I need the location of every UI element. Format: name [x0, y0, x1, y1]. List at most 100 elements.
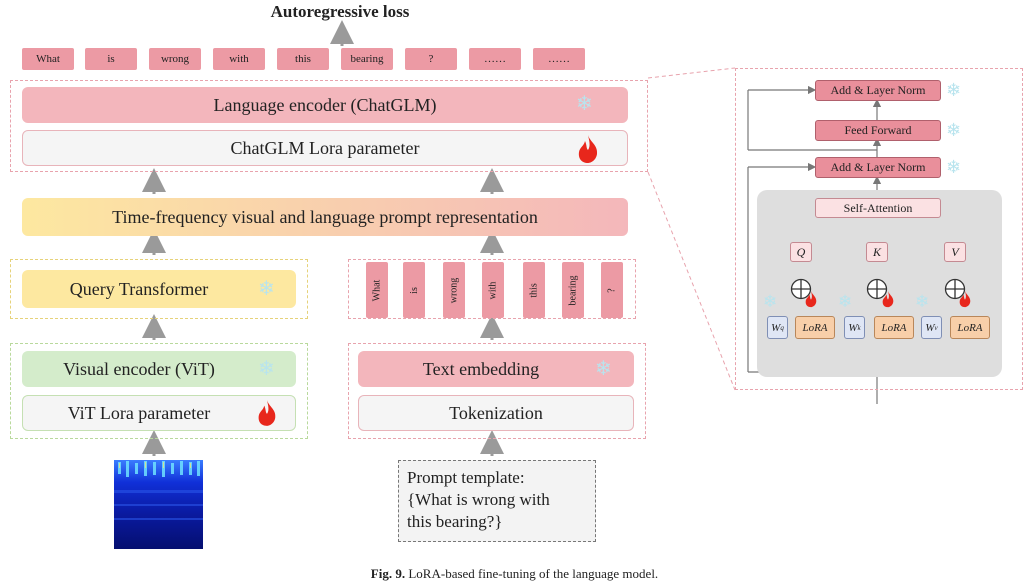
feed-forward-label: Feed Forward — [844, 123, 912, 137]
query-transformer-label: Query Transformer — [69, 278, 209, 299]
caption-label: Fig. 9. — [370, 566, 406, 581]
output-token: is — [85, 48, 137, 70]
input-token-label: bearing — [567, 275, 579, 305]
text-embedding-box: Text embedding — [358, 351, 634, 387]
query-label: Q — [796, 244, 806, 259]
chatglm-lora-label: ChatGLM Lora parameter — [230, 137, 420, 158]
prompt-template-box: Prompt template: {What is wrong with thi… — [398, 460, 596, 542]
snowflake-icon: ❄ — [595, 356, 612, 380]
flame-icon — [882, 290, 894, 308]
lora-q-box: LoRA — [795, 316, 835, 339]
input-token: is — [403, 262, 425, 318]
prompt-template-line: this bearing?} — [407, 512, 503, 531]
chatglm-lora-box: ChatGLM Lora parameter — [22, 130, 628, 166]
snowflake-icon: ❄ — [763, 292, 778, 312]
prompt-representation-label: Time-frequency visual and language promp… — [112, 206, 538, 227]
output-token: with — [213, 48, 265, 70]
lora-v-label: LoRA — [957, 321, 983, 334]
query-transformer-group — [10, 259, 308, 319]
snowflake-icon: ❄ — [915, 292, 930, 312]
input-token: wrong — [443, 262, 465, 318]
snowflake-icon: ❄ — [258, 276, 275, 300]
figure-caption: Fig. 9. LoRA-based fine-tuning of the la… — [0, 566, 1029, 582]
weight-k-subscript: k — [857, 323, 861, 332]
input-token-label: this — [528, 282, 540, 298]
output-token: ? — [405, 48, 457, 70]
weight-q-label: W — [771, 321, 781, 334]
input-token-label: is — [408, 286, 420, 294]
add-norm-top-label: Add & Layer Norm — [830, 83, 926, 97]
snowflake-icon: ❄ — [258, 356, 275, 380]
snowflake-icon: ❄ — [946, 80, 962, 101]
key-box: K — [866, 242, 888, 262]
input-token: What — [366, 262, 388, 318]
lora-k-box: LoRA — [874, 316, 914, 339]
weight-q-subscript: q — [780, 323, 784, 332]
input-token: ? — [601, 262, 623, 318]
weight-k-label: W — [848, 321, 858, 334]
lora-v-box: LoRA — [950, 316, 990, 339]
input-token-label: with — [487, 281, 499, 299]
key-label: K — [872, 244, 881, 259]
output-token: bearing — [341, 48, 393, 70]
language-encoder-box: Language encoder (ChatGLM) — [22, 87, 628, 123]
add-norm-top-box: Add & Layer Norm — [815, 80, 941, 101]
self-attention-label: Self-Attention — [843, 200, 913, 215]
caption-text: LoRA-based fine-tuning of the language m… — [408, 566, 659, 581]
snowflake-icon: ❄ — [946, 157, 962, 178]
input-token-label: What — [371, 279, 383, 301]
add-operator-icon — [866, 278, 888, 300]
output-token: …… — [469, 48, 521, 70]
language-encoder-group — [10, 80, 648, 172]
text-embedding-label: Text embedding — [422, 358, 540, 379]
snowflake-icon: ❄ — [946, 120, 962, 141]
output-token: What — [22, 48, 74, 70]
snowflake-icon: ❄ — [838, 292, 853, 312]
lora-k-label: LoRA — [881, 321, 907, 334]
tokenization-label: Tokenization — [449, 402, 543, 423]
input-token: with — [482, 262, 504, 318]
snowflake-icon: ❄ — [576, 91, 593, 115]
output-token: …… — [533, 48, 585, 70]
input-token-label: wrong — [448, 277, 460, 303]
transformer-block-detail — [735, 68, 1023, 390]
tokenization-box: Tokenization — [358, 395, 634, 431]
vit-lora-box: ViT Lora parameter — [22, 395, 296, 431]
flame-icon — [578, 135, 598, 163]
weight-v-label: W — [925, 321, 935, 334]
diagram-title: Autoregressive loss — [270, 2, 410, 21]
input-token: this — [523, 262, 545, 318]
lora-q-label: LoRA — [802, 321, 828, 334]
flame-icon — [805, 290, 817, 308]
input-token-label: ? — [606, 287, 618, 293]
language-encoder-label: Language encoder (ChatGLM) — [213, 94, 437, 115]
add-operator-icon — [944, 278, 966, 300]
visual-encoder-box: Visual encoder (ViT) — [22, 351, 296, 387]
flame-icon — [959, 290, 971, 308]
add-norm-bottom-label: Add & Layer Norm — [830, 160, 926, 174]
visual-encoder-label: Visual encoder (ViT) — [63, 358, 215, 379]
output-token: this — [277, 48, 329, 70]
output-token: wrong — [149, 48, 201, 70]
add-operator-icon — [790, 278, 812, 300]
feed-forward-box: Feed Forward — [815, 120, 941, 141]
prompt-template-line: Prompt template: — [407, 468, 525, 487]
self-attention-box: Self-Attention — [815, 198, 941, 218]
spectrogram-image — [114, 460, 203, 549]
input-tokens-group — [348, 259, 636, 319]
value-box: V — [944, 242, 966, 262]
prompt-template-line: {What is wrong with — [407, 490, 550, 509]
visual-encoder-group — [10, 343, 308, 439]
add-norm-bottom-box: Add & Layer Norm — [815, 157, 941, 178]
value-label: V — [951, 244, 959, 259]
weight-v-subscript: v — [934, 323, 938, 332]
text-embedding-group — [348, 343, 646, 439]
flame-icon — [258, 400, 276, 426]
input-token: bearing — [562, 262, 584, 318]
prompt-representation-box: Time-frequency visual and language promp… — [22, 198, 628, 236]
vit-lora-label: ViT Lora parameter — [67, 402, 211, 423]
query-transformer-box: Query Transformer — [22, 270, 296, 308]
